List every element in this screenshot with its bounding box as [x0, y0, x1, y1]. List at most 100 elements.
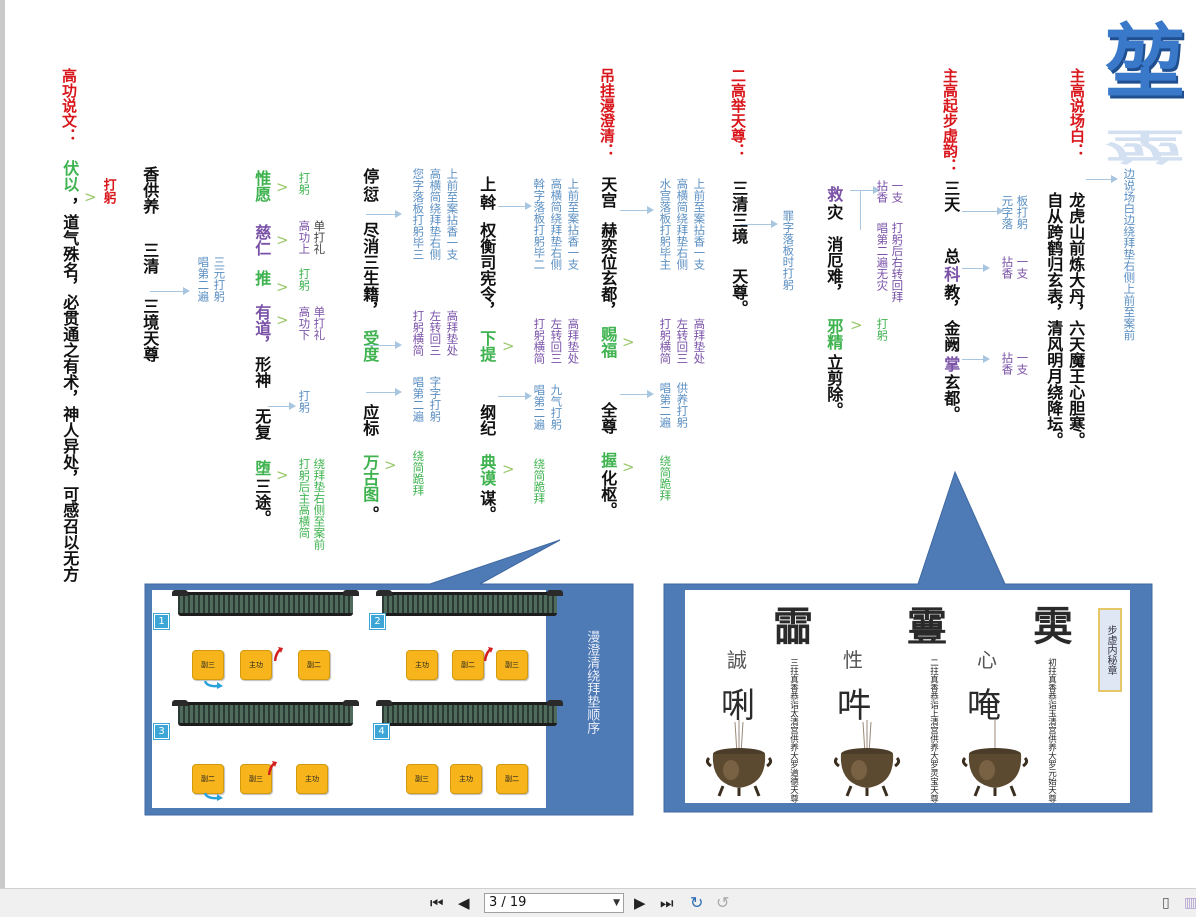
c1-line1: 龙虎山前炼大丹，六天魔王心胆寒。: [1066, 192, 1086, 448]
c7-t4: 下提: [477, 330, 497, 362]
c6-arrow2: >: [622, 333, 635, 351]
big-glyph-3: 雵: [1033, 603, 1073, 650]
c2-t7: 玄都。: [941, 374, 961, 422]
c2-n3b: 拈香: [1000, 352, 1015, 375]
viewport-left-edge: [0, 0, 5, 888]
previous-page-button[interactable]: ◀: [458, 894, 470, 912]
last-page-button[interactable]: ⏭: [660, 894, 674, 912]
c5-n3a: 供养打躬: [675, 382, 690, 428]
c7-t1: 上: [477, 176, 497, 192]
c9-n6b: 打躬后主高横简: [297, 458, 312, 539]
c8-t1: 停: [360, 168, 380, 184]
c1-note: 边说场白边绕拜垫右侧上前至案前: [1122, 168, 1137, 341]
next-page-button[interactable]: ▶: [634, 894, 646, 912]
c10-note-b: 唱第二遍: [196, 256, 211, 302]
c2-t5: 金阙: [941, 320, 961, 352]
c11-t2: ，道气殊名，必贯通之有术，神人异处，可感召以无方: [60, 198, 80, 582]
seat: 副三: [406, 764, 438, 794]
pot-label-1: 三拄真香恭诣太清宫供养大罗道德天尊: [788, 658, 799, 803]
seat: 副二: [192, 764, 224, 794]
c3-arrow1: [850, 186, 880, 194]
c3-t2: 灾: [824, 204, 844, 220]
c10-note-a: 三元打躬: [212, 256, 227, 302]
logo-glyph: 堃: [1105, 15, 1185, 109]
c2-t6: 掌: [941, 356, 961, 372]
c7-n2c: 打躬横简: [411, 310, 426, 356]
c5-n1c: 水宫落板打躬毕主: [658, 178, 673, 270]
c11-note: 打躬: [100, 178, 116, 204]
page-number-input[interactable]: 3 / 19 ▼: [484, 893, 624, 913]
c2-n2a: 一支: [1015, 256, 1030, 279]
c7-t7: 谋。: [477, 490, 497, 522]
c9-arrow1: >: [276, 178, 289, 196]
c6-arrow1: [620, 206, 654, 214]
go-back-icon[interactable]: ↻: [690, 893, 704, 912]
c3-t5: 立剪除。: [824, 354, 844, 418]
c2-arrow3: [962, 355, 990, 363]
diagram-1-number: 1: [153, 613, 170, 630]
c9-n4a: 单打礼: [312, 306, 327, 341]
c9-t8: 三途。: [252, 478, 272, 526]
c6-t1: 天宫: [598, 176, 618, 208]
big-glyph-2: 霻: [907, 603, 947, 650]
c3-t4: 邪精: [824, 318, 844, 350]
c11-t1: 伏以: [60, 160, 80, 192]
c6-n1b: 高横简绕拜垫右侧: [549, 178, 564, 270]
c6-arrow4: >: [622, 458, 635, 476]
left-panel-side-label: 漫澄清绕拜垫顺序: [584, 630, 600, 734]
go-forward-icon[interactable]: ↺: [716, 893, 730, 912]
c8-t4: 受度: [360, 330, 380, 362]
c7-n2b: 左转回三: [428, 310, 443, 356]
two-page-view-icon[interactable]: ▥: [1184, 895, 1196, 911]
c4-arrow: [740, 220, 778, 228]
c2-n1b: 元字落: [1000, 195, 1015, 230]
c8-arrow3: [366, 388, 402, 396]
single-page-view-icon[interactable]: ▯: [1162, 895, 1170, 911]
seat: 副三: [240, 764, 272, 794]
move-arrow-icon: [274, 647, 283, 662]
chevron-down-icon[interactable]: ▼: [613, 898, 620, 908]
rotation-diagram-panel: 1 副三 主功 副二 2 主功 副二 副三 3 副二 副三 主功 4 副三 主功…: [152, 590, 563, 808]
c6-n2b: 左转回三: [549, 318, 564, 364]
c9-n5: 打躬: [297, 390, 312, 413]
c9-n4b: 高功下: [297, 306, 312, 341]
c1-arrow: [1086, 175, 1118, 183]
c5-n2b: 左转回三: [675, 318, 690, 364]
seat: 副三: [496, 650, 528, 680]
c9-arrow6: >: [276, 466, 289, 484]
c9-n2a: 单打礼: [312, 220, 327, 255]
c5-n4a: 绕简跪拜: [658, 455, 673, 501]
c9-n6a: 绕拜垫右侧至案前: [312, 458, 327, 550]
label-1: 誠: [727, 648, 747, 672]
c7-n1b: 高横简绕拜垫右侧: [428, 168, 443, 260]
return-arrow-icon: [204, 680, 223, 689]
c2-arrow1: [962, 207, 1004, 215]
c5-n1b: 高横简绕拜垫右侧: [675, 178, 690, 270]
first-page-button[interactable]: ⏮: [430, 894, 444, 912]
c7-t6: 典谟: [477, 454, 497, 486]
c5-n1a: 上前至案拈香一支: [692, 178, 707, 270]
mantra-glyph-2: 吽: [837, 686, 871, 726]
c7-n1c: 您字落板打躬毕三: [411, 168, 426, 260]
c7-n2a: 高拜垫处: [445, 310, 460, 356]
c8-t6: 万古图: [360, 454, 380, 502]
c9-t7: 堕: [252, 460, 272, 476]
c2-arrow2: [962, 264, 990, 272]
c2-t3: 科: [941, 266, 961, 282]
page-number-text: 3 / 19: [489, 895, 527, 910]
c7-n1a: 上前至案拈香一支: [445, 168, 460, 260]
c3-t1: 救: [824, 186, 844, 202]
c9-t5: 形神: [252, 356, 272, 388]
big-glyph-1: 霝: [773, 603, 813, 650]
return-arrow-icon: [204, 792, 223, 801]
c4-note: 罪字落板时打躬: [781, 210, 796, 291]
seat: 主功: [450, 764, 482, 794]
c2-t1: 三天: [941, 180, 961, 212]
label-3: 心: [977, 648, 997, 672]
c3-arrow2: >: [850, 316, 863, 334]
c9-t1: 惟愿: [252, 170, 272, 202]
c6-t5: 握: [598, 452, 618, 468]
incense-burner-icon: [705, 720, 773, 797]
c10-t3: 三境天尊: [140, 298, 160, 362]
c7-t2: 斡: [477, 194, 497, 210]
